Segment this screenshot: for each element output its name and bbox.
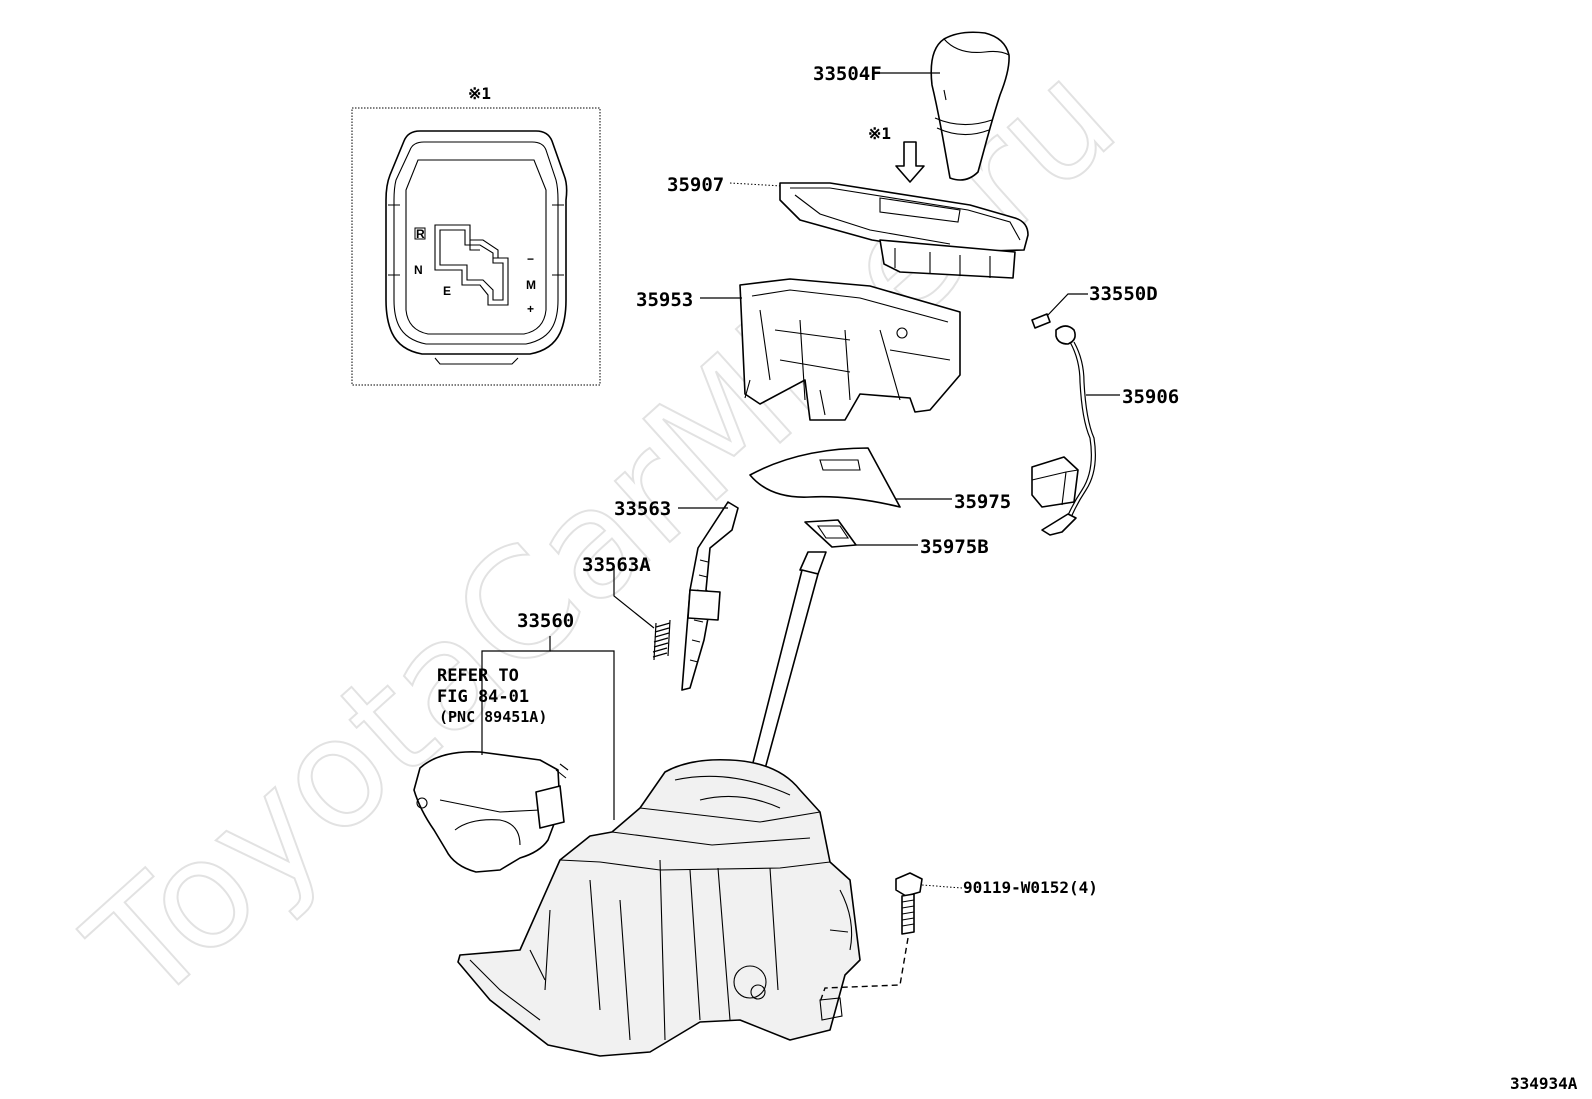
label-plate: 35907: [667, 174, 724, 196]
part-shift-assembly: [457, 758, 861, 1057]
part-pin: [1031, 313, 1051, 329]
gate-label-m: M: [526, 278, 536, 292]
label-wire: 35906: [1122, 386, 1179, 408]
part-shift-lock-switch: [413, 751, 569, 873]
label-bolt: 90119-W0152(4): [963, 878, 1098, 897]
part-indicator-plate: [779, 182, 1029, 279]
label-pin: 33550D: [1089, 283, 1158, 305]
label-cover: 35975: [954, 491, 1011, 513]
label-assembly: 33560: [517, 610, 574, 632]
gate-label-plus: +: [527, 302, 534, 316]
label-knob: 33504F: [813, 63, 882, 85]
part-release-rod: [681, 501, 739, 691]
label-rod: 33563: [614, 498, 671, 520]
label-cover-b: 35975B: [920, 536, 989, 558]
part-housing: [739, 278, 961, 421]
note-marker: ※1: [868, 124, 891, 143]
part-spring: [652, 619, 671, 661]
refer-line-1: REFER TO: [437, 666, 519, 686]
gate-label-r: R: [416, 227, 425, 241]
label-spring: 33563A: [582, 554, 651, 576]
figure-id: 334934A: [1510, 1074, 1578, 1093]
inset-marker: ※1: [468, 84, 491, 103]
label-housing: 35953: [636, 289, 693, 311]
refer-line-2: FIG 84-01: [437, 687, 529, 707]
note-arrow-icon: [895, 141, 925, 183]
part-dust-cover: [749, 447, 901, 508]
inset-panel: ※1 R N E − M +: [351, 84, 601, 386]
gate-label-minus: −: [527, 252, 534, 266]
gate-label-e: E: [443, 284, 451, 298]
leader-lines: [481, 72, 1120, 889]
part-wire-harness: [1031, 325, 1096, 536]
gate-label-n: N: [414, 263, 423, 277]
part-shift-knob: [930, 31, 1010, 181]
part-bolt: [819, 872, 923, 1003]
part-dust-cover-b: [804, 519, 857, 548]
refer-line-3: (PNC 89451A): [439, 708, 547, 726]
